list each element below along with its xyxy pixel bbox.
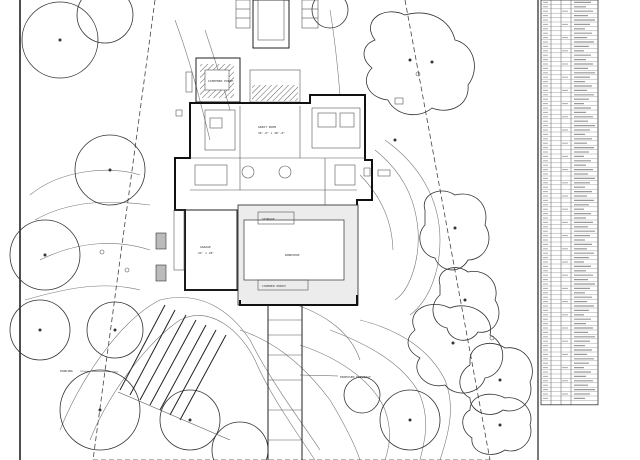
garage: GARAGE 24' x 28' bbox=[173, 209, 238, 291]
svg-text:STORAGE: STORAGE bbox=[262, 217, 275, 221]
workshop: STORAGE WORKSHOP COVERED PORCH bbox=[237, 204, 359, 306]
tree-schedule-table bbox=[540, 0, 599, 406]
covered-porch-label: COVERED PORCH bbox=[262, 284, 286, 288]
screened-porch-label: SCREENED PORCH bbox=[208, 79, 233, 83]
trees bbox=[9, 0, 533, 460]
parking-area: PARKING bbox=[60, 304, 231, 441]
svg-text:36'-0" x 28'-0": 36'-0" x 28'-0" bbox=[258, 131, 285, 135]
pool bbox=[235, 0, 319, 49]
garage-label: GARAGE bbox=[200, 245, 211, 249]
property-line bbox=[92, 0, 491, 460]
great-room-label: GREAT ROOM bbox=[258, 125, 276, 129]
workshop-label: WORKSHOP bbox=[285, 253, 300, 257]
screened-porch: SCREENED PORCH bbox=[195, 57, 301, 103]
svg-text:24' x 28': 24' x 28' bbox=[198, 251, 214, 255]
tree-markers bbox=[38, 38, 502, 427]
site-fixtures bbox=[99, 71, 495, 341]
topo-contours bbox=[24, 9, 451, 460]
driveway: PROPOSED DRIVEWAY bbox=[267, 305, 371, 460]
parking-note: PARKING bbox=[60, 369, 73, 373]
driveway-note: PROPOSED DRIVEWAY bbox=[340, 375, 371, 379]
